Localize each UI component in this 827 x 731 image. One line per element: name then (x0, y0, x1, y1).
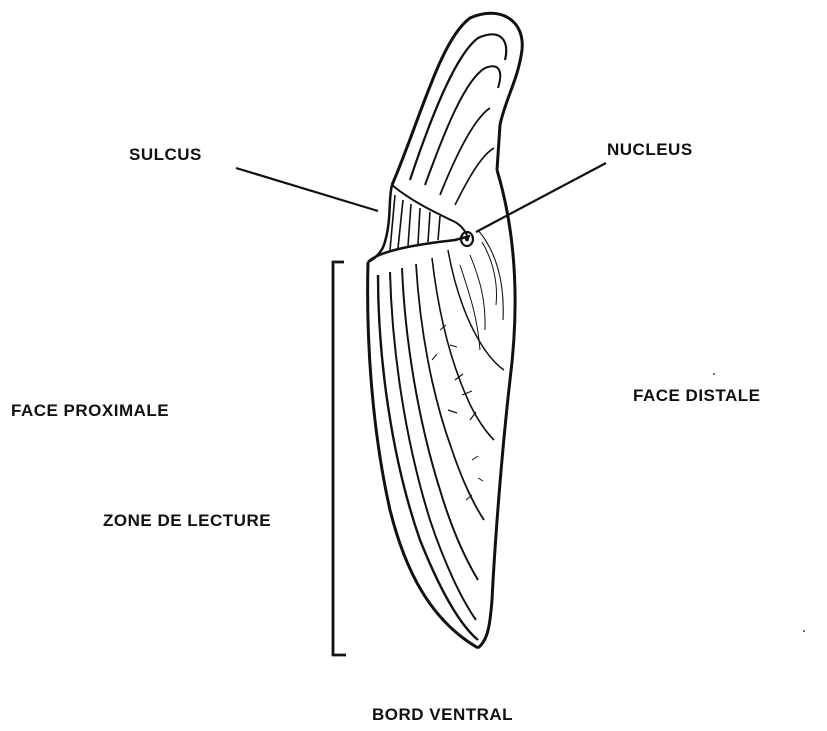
otolith-sulcus-striation (398, 200, 403, 248)
otolith-growth-ring (448, 250, 504, 370)
nucleus-center (465, 237, 469, 242)
otolith-distal-ring (482, 242, 496, 305)
face-distale-label: FACE DISTALE (633, 386, 761, 406)
otolith-sulcus-striation (408, 204, 411, 246)
scan-speck (713, 373, 715, 375)
otolith-sulcus-striation (438, 216, 440, 240)
otolith-distal-edge (478, 170, 515, 648)
bord-ventral-label: BORD VENTRAL (372, 705, 513, 725)
otolith-growth-ring (416, 264, 484, 520)
nucleus-leader-line (476, 163, 606, 232)
otolith-sulcus-notch (368, 185, 392, 262)
face-proximale-label: FACE PROXIMALE (11, 401, 169, 421)
otolith-distal-ring (478, 230, 503, 320)
otolith-texture (448, 374, 476, 420)
reading-zone-bracket (333, 262, 346, 655)
sulcus-leader-line (236, 168, 378, 211)
otolith-rostrum-ring (455, 148, 494, 205)
otolith-sulcus-ridge (392, 185, 468, 238)
otolith-rostrum-ring (410, 34, 506, 180)
nucleus-label: NUCLEUS (607, 140, 693, 160)
zone-de-lecture-label: ZONE DE LECTURE (103, 511, 271, 531)
otolith-proximal-edge (368, 262, 478, 648)
otolith-sulcus-striation (418, 208, 420, 244)
sulcus-label: SULCUS (129, 145, 202, 165)
otolith-distal-ring (470, 255, 485, 330)
otolith-rostrum-ring (425, 66, 500, 185)
otolith-rostrum-ring (440, 108, 490, 195)
otolith-sulcus-striation (428, 212, 430, 242)
scan-speck (803, 630, 805, 632)
